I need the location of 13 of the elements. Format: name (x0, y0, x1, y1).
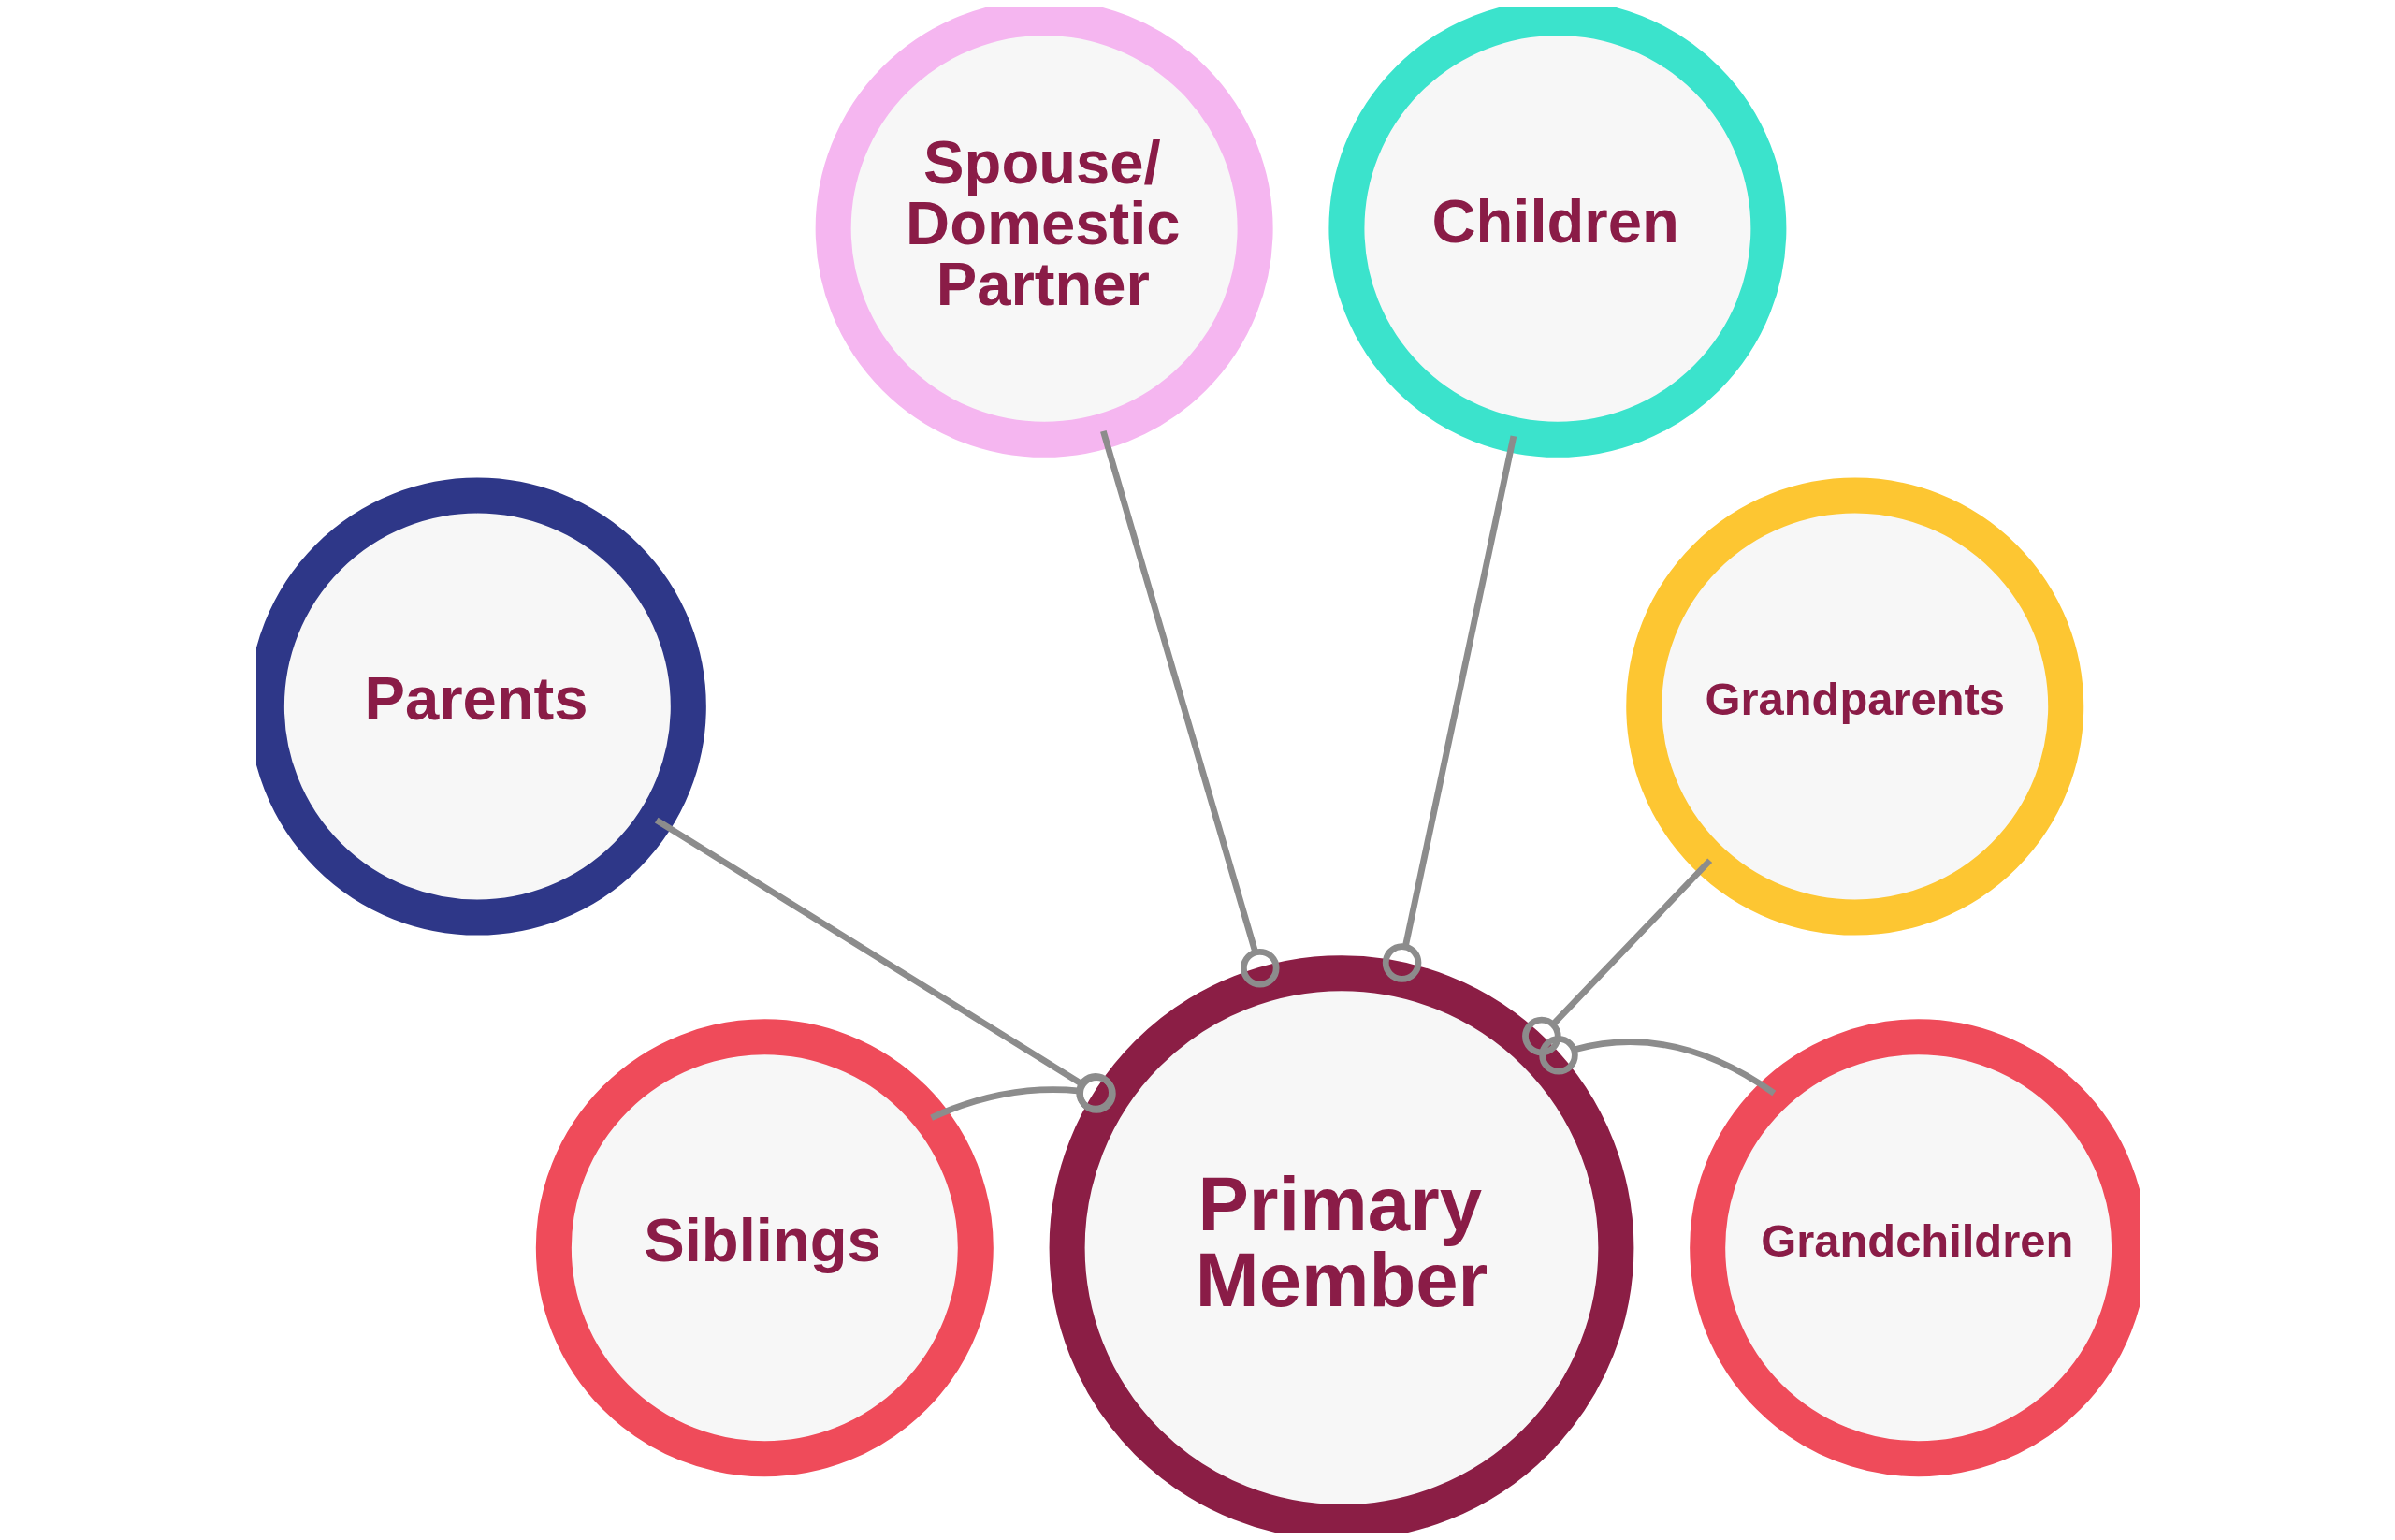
connector (1382, 435, 1517, 982)
node-circle: Spouse/ Domestic Partner (815, 7, 1273, 458)
node-circle: Children (1328, 7, 1786, 458)
connector (1099, 429, 1280, 988)
node-circle: Grandparents (1625, 477, 2083, 936)
connector (654, 817, 1115, 1112)
node-circle: Primary Member (1049, 955, 1633, 1533)
connector (929, 1074, 1116, 1121)
connector (1521, 858, 1712, 1056)
node-circle: Siblings (535, 1019, 994, 1477)
connector (1538, 1036, 1776, 1097)
node-circle: Grandchildren (1689, 1019, 2140, 1477)
node-circle: Parents (255, 477, 706, 936)
